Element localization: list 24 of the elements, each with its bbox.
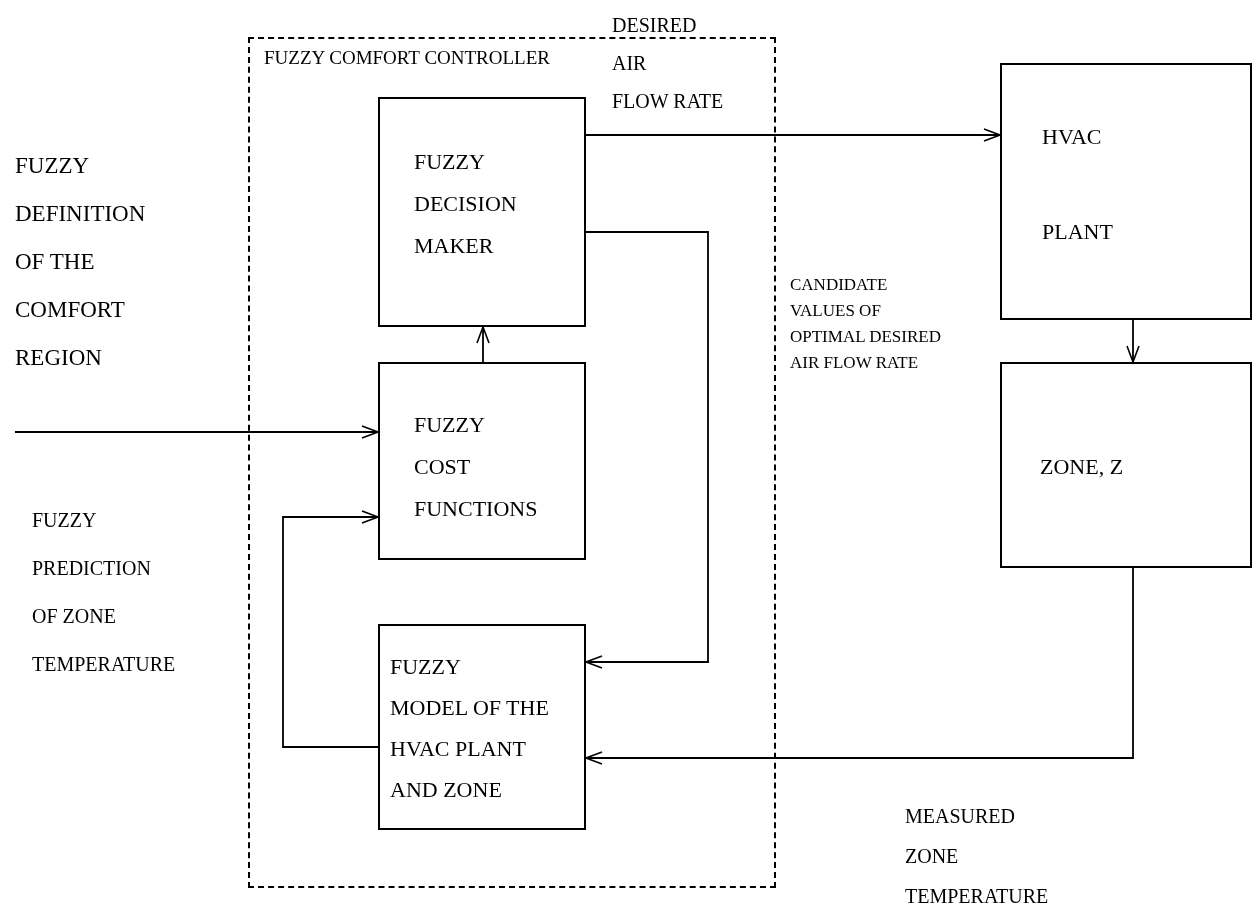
annotation-text: CANDIDATE VALUES OF OPTIMAL DESIRED AIR FLOW RATE: [790, 274, 941, 374]
box-label: FUZZY MODEL OF THE HVAC PLANT AND ZONE: [390, 653, 549, 804]
arrow: [14, 425, 379, 439]
arrow: [282, 510, 379, 748]
annotation-text: FUZZY DEFINITION OF THE COMFORT REGION: [15, 152, 146, 372]
box-label: FUZZY COST FUNCTIONS: [414, 411, 538, 523]
box-label: HVAC PLANT: [1042, 123, 1113, 246]
process-box: [378, 362, 586, 560]
process-box: [1000, 63, 1252, 320]
annotation-text: DESIRED AIR FLOW RATE: [612, 13, 724, 114]
box-label: FUZZY DECISION MAKER: [414, 148, 517, 260]
group-title: FUZZY COMFORT CONTROLLER: [264, 46, 550, 70]
process-box: [1000, 362, 1252, 568]
annotation-text: MEASURED ZONE TEMPERATURE: [905, 804, 1049, 906]
arrow: [585, 231, 709, 669]
arrow: [585, 128, 1001, 142]
annotation-text: FUZZY PREDICTION OF ZONE TEMPERATURE: [32, 508, 176, 677]
process-box: [378, 624, 586, 830]
dashed-boundary: [248, 37, 776, 888]
arrow: [585, 567, 1134, 765]
arrow: [1126, 319, 1140, 363]
arrow: [476, 326, 490, 363]
process-box: [378, 97, 586, 327]
box-label: ZONE, Z: [1040, 453, 1124, 481]
